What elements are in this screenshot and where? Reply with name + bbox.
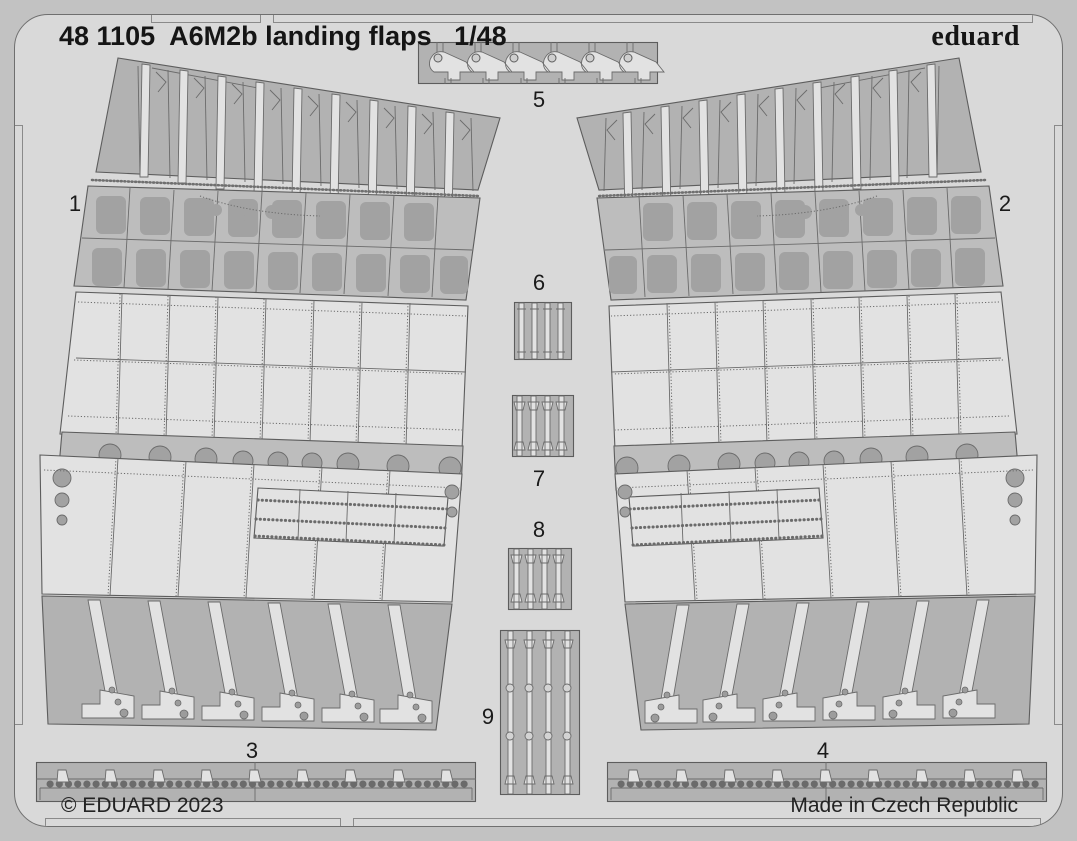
fret-inner-area: 48 1105 A6M2b landing flaps 1/48 eduard … bbox=[14, 14, 1063, 827]
page-title: 48 1105 A6M2b landing flaps 1/48 bbox=[59, 21, 507, 51]
origin-notice: Made in Czech Republic bbox=[790, 794, 1018, 817]
part-1-left-flap bbox=[38, 56, 502, 732]
part-8-short-linkages bbox=[507, 547, 573, 611]
part-9-long-linkages bbox=[499, 629, 581, 796]
frame-notch-top-1 bbox=[151, 15, 261, 23]
frame-notch-left bbox=[15, 125, 23, 725]
frame-notch-bottom-2 bbox=[353, 818, 1041, 826]
part-2-right-flap bbox=[575, 56, 1039, 732]
part-5-brackets bbox=[417, 41, 665, 85]
frame-notch-top-2 bbox=[273, 15, 1033, 23]
fret-artwork bbox=[14, 15, 1063, 827]
frame-notch-right bbox=[1054, 125, 1062, 725]
part-6-rods bbox=[513, 301, 573, 361]
eduard-logo: eduard bbox=[931, 21, 1020, 52]
frame-notch-bottom-1 bbox=[45, 818, 341, 826]
copyright-notice: © EDUARD 2023 bbox=[61, 794, 224, 817]
part-7-linkages bbox=[511, 394, 575, 458]
